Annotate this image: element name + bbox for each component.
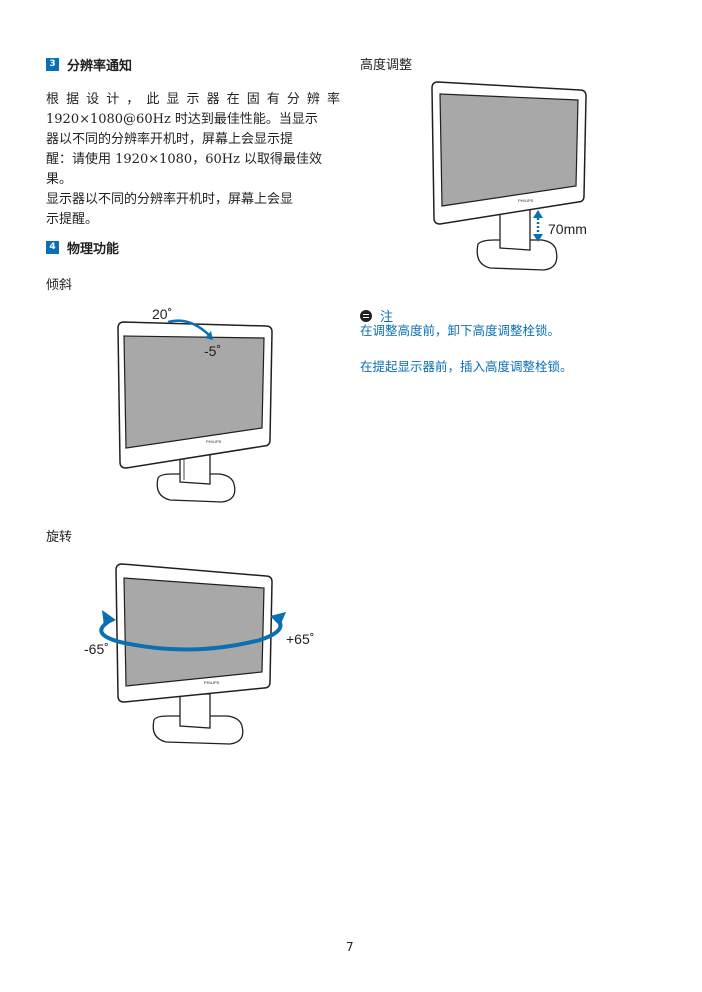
- resolution-notice-body: 根 据 设 计 ， 此 显 示 器 在 固 有 分 辨 率 1920×1080@…: [46, 90, 340, 230]
- body-line: 果。: [46, 172, 73, 187]
- swivel-label: 旋转: [46, 530, 73, 545]
- body-line: 器以不同的分辨率开机时，屏幕上会显示提: [46, 132, 294, 147]
- body-line: 显示器以不同的分辨率开机时，屏幕上会显: [46, 192, 294, 207]
- height-amount: 70mm: [548, 221, 587, 237]
- swivel-left-angle: -65˚: [84, 641, 109, 657]
- brand-logo: PHILIPS: [204, 680, 220, 685]
- brand-logo: PHILIPS: [206, 439, 222, 444]
- section-4-heading: 4 物理功能: [46, 238, 119, 257]
- note-line: 在提起显示器前，插入高度调整栓锁。: [360, 359, 573, 374]
- body-line: 根 据 设 计 ， 此 显 示 器 在 固 有 分 辨 率: [46, 92, 340, 107]
- body-line: 醒：请使用 1920×1080，60Hz 以取得最佳效: [46, 152, 323, 167]
- page-number: 7: [346, 940, 354, 954]
- body-line: 示提醒。: [46, 212, 99, 227]
- swivel-illustration: PHILIPS -65˚ +65˚: [84, 563, 314, 745]
- note-heading: 注: [360, 306, 393, 325]
- section-number-badge: 4: [46, 241, 59, 254]
- section-number-badge: 3: [46, 58, 59, 71]
- section-3-heading: 3 分辨率通知: [46, 55, 132, 74]
- note-title: 注: [380, 310, 394, 325]
- tilt-illustration: PHILIPS 20˚ -5˚: [117, 306, 273, 503]
- note-body: 在调整高度前，卸下高度调整栓锁。 在提起显示器前，插入高度调整栓锁。: [360, 322, 660, 376]
- height-illustration: PHILIPS 70mm: [431, 81, 587, 271]
- tilt-down-angle: -5˚: [204, 343, 221, 359]
- tilt-label: 倾斜: [46, 278, 73, 293]
- brand-logo: PHILIPS: [518, 198, 534, 203]
- body-line: 1920×1080@60Hz 时达到最佳性能。当显示: [46, 112, 318, 127]
- note-icon: [360, 309, 372, 322]
- section-title: 分辨率通知: [67, 59, 133, 74]
- note-line: 在调整高度前，卸下高度调整栓锁。: [360, 323, 561, 338]
- height-label: 高度调整: [360, 58, 413, 73]
- section-title: 物理功能: [67, 242, 120, 257]
- tilt-up-angle: 20˚: [152, 306, 172, 322]
- swivel-right-angle: +65˚: [286, 631, 314, 647]
